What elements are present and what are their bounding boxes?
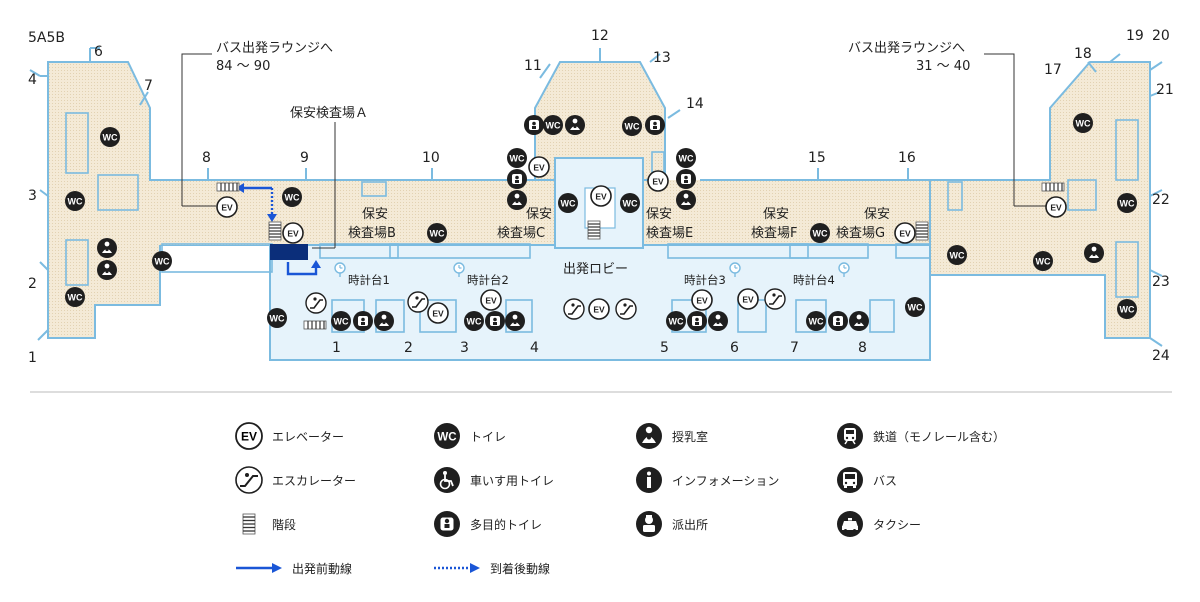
svg-text:検査場E: 検査場E <box>646 226 693 241</box>
police-box-icon <box>634 509 664 539</box>
svg-text:検査場C: 検査場C <box>497 226 545 241</box>
gate-16: 16 <box>898 150 916 166</box>
svg-text:3: 3 <box>460 340 469 356</box>
gate-18: 18 <box>1074 46 1092 62</box>
legend-elevator: EV エレベーター <box>234 421 344 451</box>
gate-4: 4 <box>28 72 37 88</box>
svg-text:8: 8 <box>858 340 867 356</box>
gate-bridges <box>29 47 1163 347</box>
gate-5a5b: 5A5B <box>28 30 65 46</box>
gate-17: 17 <box>1044 62 1062 78</box>
clock-towers: 時計台1 時計台2 時計台3 時計台4 <box>334 262 850 287</box>
svg-text:WC: WC <box>437 432 456 444</box>
bus-icon <box>835 465 865 495</box>
svg-text:84 ～ 90: 84 ～ 90 <box>216 59 270 74</box>
svg-text:バス出発ラウンジへ: バス出発ラウンジへ <box>848 41 965 56</box>
map-legend: EV エレベーター WC トイレ 授乳室 鉄道（モノレール含む） エスカレーター… <box>0 400 1200 600</box>
svg-text:検査場F: 検査場F <box>751 226 797 241</box>
legend-wc: WC トイレ <box>432 421 506 451</box>
svg-text:4: 4 <box>530 340 539 356</box>
nursing-room-icon <box>634 421 664 451</box>
svg-text:5: 5 <box>660 340 669 356</box>
arrival-route <box>236 183 277 222</box>
stairs-icon <box>234 509 264 539</box>
svg-text:保安: 保安 <box>763 207 789 222</box>
elevator-icon: EV <box>234 421 264 451</box>
svg-text:バス出発ラウンジへ: バス出発ラウンジへ <box>216 41 333 56</box>
gate-labels: 1 2 3 4 5A5B 6 7 8 9 10 11 12 13 14 15 1… <box>28 28 1174 366</box>
gate-13: 13 <box>653 50 671 66</box>
svg-text:検査場B: 検査場B <box>348 226 396 241</box>
security-labels: 保安 検査場B 保安 検査場C 保安 検査場E 保安 検査場F 保安 検査場G <box>348 207 890 241</box>
svg-text:7: 7 <box>790 340 799 356</box>
gate-7: 7 <box>144 78 153 94</box>
train-icon <box>835 421 865 451</box>
taxi-icon <box>835 509 865 539</box>
legend-taxi: タクシー <box>835 509 921 539</box>
svg-text:時計台4: 時計台4 <box>793 273 835 287</box>
bus-lounge-right: バス出発ラウンジへ 31 ～ 40 <box>848 41 1048 207</box>
legend-arrival-route: 到着後動線 <box>432 553 550 583</box>
svg-text:時計台3: 時計台3 <box>684 273 726 287</box>
gate-6: 6 <box>94 44 103 60</box>
svg-text:1: 1 <box>332 340 341 356</box>
terminal-floor-map: WC EV <box>28 28 1174 393</box>
legend-nursing-room: 授乳室 <box>634 421 708 451</box>
multipurpose-wc-icon <box>432 509 462 539</box>
svg-text:保安検査場Ａ: 保安検査場Ａ <box>290 106 368 121</box>
gate-1: 1 <box>28 350 37 366</box>
svg-text:EV: EV <box>241 430 257 444</box>
gate-15: 15 <box>808 150 826 166</box>
svg-text:検査場G: 検査場G <box>836 226 885 241</box>
svg-text:保安: 保安 <box>646 207 672 222</box>
gate-24: 24 <box>1152 348 1170 364</box>
svg-text:保安: 保安 <box>526 207 552 222</box>
gate-14: 14 <box>686 96 704 112</box>
departure-lobby-label: 出発ロビー <box>563 262 628 277</box>
gate-22: 22 <box>1152 192 1170 208</box>
legend-wheelchair-wc: 車いす用トイレ <box>432 465 554 495</box>
gate-11: 11 <box>524 58 542 74</box>
legend-bus: バス <box>835 465 897 495</box>
legend-information: インフォメーション <box>634 465 779 495</box>
gate-21: 21 <box>1156 82 1174 98</box>
gate-9: 9 <box>300 150 309 166</box>
svg-text:保安: 保安 <box>864 207 890 222</box>
legend-departure-route: 出発前動線 <box>234 553 352 583</box>
room-outlines <box>65 112 1139 333</box>
departure-route <box>286 260 321 276</box>
wheelchair-wc-icon <box>432 465 462 495</box>
legend-multipurpose-wc: 多目的トイレ <box>432 509 542 539</box>
legend-police-box: 派出所 <box>634 509 708 539</box>
gate-10: 10 <box>422 150 440 166</box>
legend-train: 鉄道（モノレール含む） <box>835 421 1005 451</box>
svg-text:2: 2 <box>404 340 413 356</box>
gate-19: 19 <box>1126 28 1144 44</box>
gate-12: 12 <box>591 28 609 44</box>
gate-23: 23 <box>1152 274 1170 290</box>
gate-20: 20 <box>1152 28 1170 44</box>
svg-text:6: 6 <box>730 340 739 356</box>
gate-2: 2 <box>28 276 37 292</box>
wc-icon: WC <box>432 421 462 451</box>
counter-labels: 1 2 3 4 5 6 7 8 <box>332 340 867 356</box>
arrival-route-arrow <box>432 553 482 583</box>
legend-stairs: 階段 <box>234 509 296 539</box>
escalator-icon <box>234 465 264 495</box>
security-checkpoint-a: 保安検査場Ａ <box>270 106 368 260</box>
svg-text:時計台2: 時計台2 <box>467 273 509 287</box>
gate-3: 3 <box>28 188 37 204</box>
information-icon <box>634 465 664 495</box>
bus-lounge-left: バス出発ラウンジへ 84 ～ 90 <box>181 41 333 207</box>
gate-8: 8 <box>202 150 211 166</box>
svg-text:31 ～ 40: 31 ～ 40 <box>916 59 970 74</box>
svg-text:時計台1: 時計台1 <box>348 273 390 287</box>
svg-text:保安: 保安 <box>362 207 388 222</box>
departure-route-arrow <box>234 553 284 583</box>
legend-escalator: エスカレーター <box>234 465 356 495</box>
